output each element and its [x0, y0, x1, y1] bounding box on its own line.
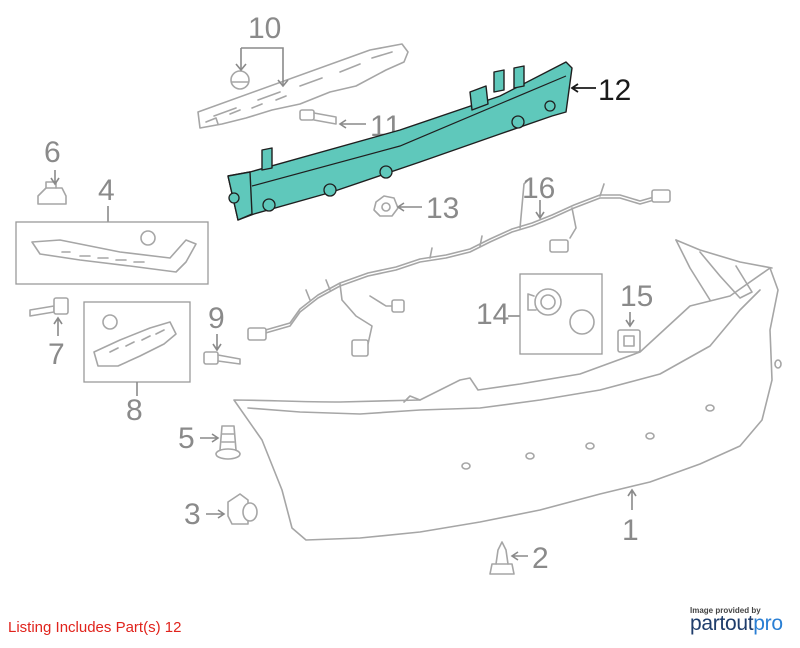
part-5-screw-clip — [215, 425, 241, 460]
part-1-bumper-cover — [233, 239, 782, 541]
part-13-nut — [373, 195, 399, 217]
part-4-bracket — [31, 230, 197, 273]
callout-15: 15 — [620, 280, 653, 313]
part-4-box — [15, 221, 209, 285]
part-7-bolt — [29, 297, 69, 317]
callout-12: 12 — [598, 74, 631, 107]
logo-text-partout: partout — [690, 612, 754, 635]
part-14-box — [519, 273, 603, 355]
listing-includes-text: Listing Includes Part(s) 12 — [8, 619, 182, 636]
image-credit: Image provided by — [690, 606, 761, 615]
callout-5: 5 — [178, 422, 195, 455]
part-16-harness — [247, 179, 671, 357]
callout-9: 9 — [208, 302, 225, 335]
callout-6: 6 — [44, 136, 61, 169]
part-14-sensors — [527, 288, 595, 335]
part-10-bracket — [197, 43, 409, 129]
partoutpro-logo: partoutpro — [690, 612, 783, 636]
callout-7: 7 — [48, 338, 65, 371]
callout-16: 16 — [522, 172, 555, 205]
part-8-box — [83, 301, 191, 383]
part-15-clip — [617, 329, 641, 353]
callout-1: 1 — [622, 514, 639, 547]
callout-8: 8 — [126, 394, 143, 427]
part-2-push-clip — [489, 541, 515, 575]
part-12-reinforcement — [227, 61, 573, 221]
callout-3: 3 — [184, 498, 201, 531]
part-11-bolt — [299, 109, 337, 125]
part-9-bolt — [203, 351, 241, 365]
part-10-clip — [230, 70, 250, 90]
callout-10: 10 — [248, 12, 281, 45]
callout-2: 2 — [532, 542, 549, 575]
part-6-clip — [37, 181, 67, 205]
callout-4: 4 — [98, 174, 115, 207]
logo-text-pro: pro — [753, 612, 783, 635]
callout-14: 14 — [476, 298, 509, 331]
callout-13: 13 — [426, 192, 459, 225]
part-3-grommet — [227, 493, 258, 525]
part-8-bracket — [93, 314, 177, 367]
